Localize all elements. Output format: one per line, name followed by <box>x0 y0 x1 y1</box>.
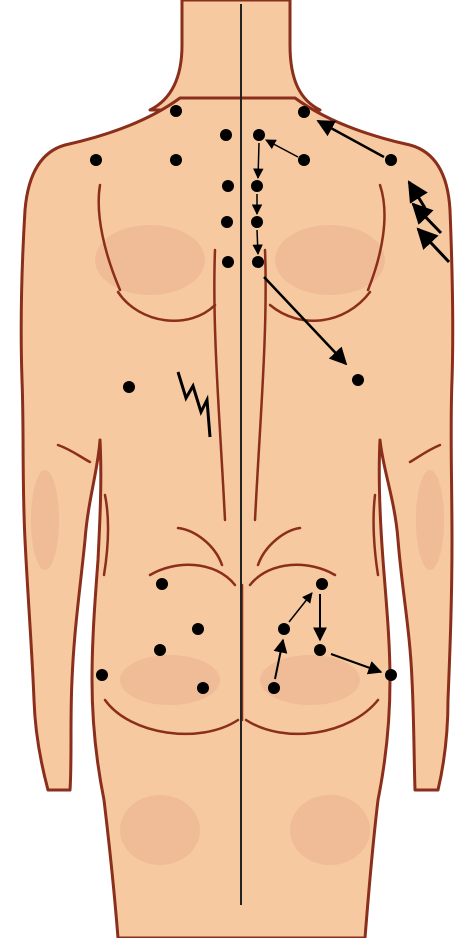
torso <box>21 98 453 938</box>
point <box>352 374 364 386</box>
right-arm-shade <box>416 470 444 570</box>
point <box>385 669 397 681</box>
point <box>314 644 326 656</box>
point <box>90 154 102 166</box>
point <box>222 180 234 192</box>
body-silhouette <box>21 0 453 938</box>
point <box>192 623 204 635</box>
point <box>316 578 328 590</box>
point <box>123 381 135 393</box>
point <box>197 682 209 694</box>
point <box>220 129 232 141</box>
point <box>278 623 290 635</box>
point <box>170 154 182 166</box>
point <box>154 644 166 656</box>
point <box>252 256 264 268</box>
point <box>268 682 280 694</box>
point <box>221 216 233 228</box>
left-thigh-shade <box>120 795 200 865</box>
point <box>385 154 397 166</box>
point <box>96 669 108 681</box>
right-buttock-shade <box>260 655 360 705</box>
right-scapula-shade <box>275 225 385 295</box>
point <box>298 154 310 166</box>
left-scapula-shade <box>95 225 205 295</box>
point <box>251 180 263 192</box>
point <box>298 106 310 118</box>
point <box>170 105 182 117</box>
right-thigh-shade <box>290 795 370 865</box>
arrow <box>258 143 259 178</box>
point <box>222 256 234 268</box>
arrow <box>257 230 258 254</box>
point <box>156 578 168 590</box>
point <box>253 129 265 141</box>
left-arm-shade <box>31 470 59 570</box>
point <box>251 216 263 228</box>
left-buttock-shade <box>120 655 220 705</box>
neck <box>150 0 320 110</box>
